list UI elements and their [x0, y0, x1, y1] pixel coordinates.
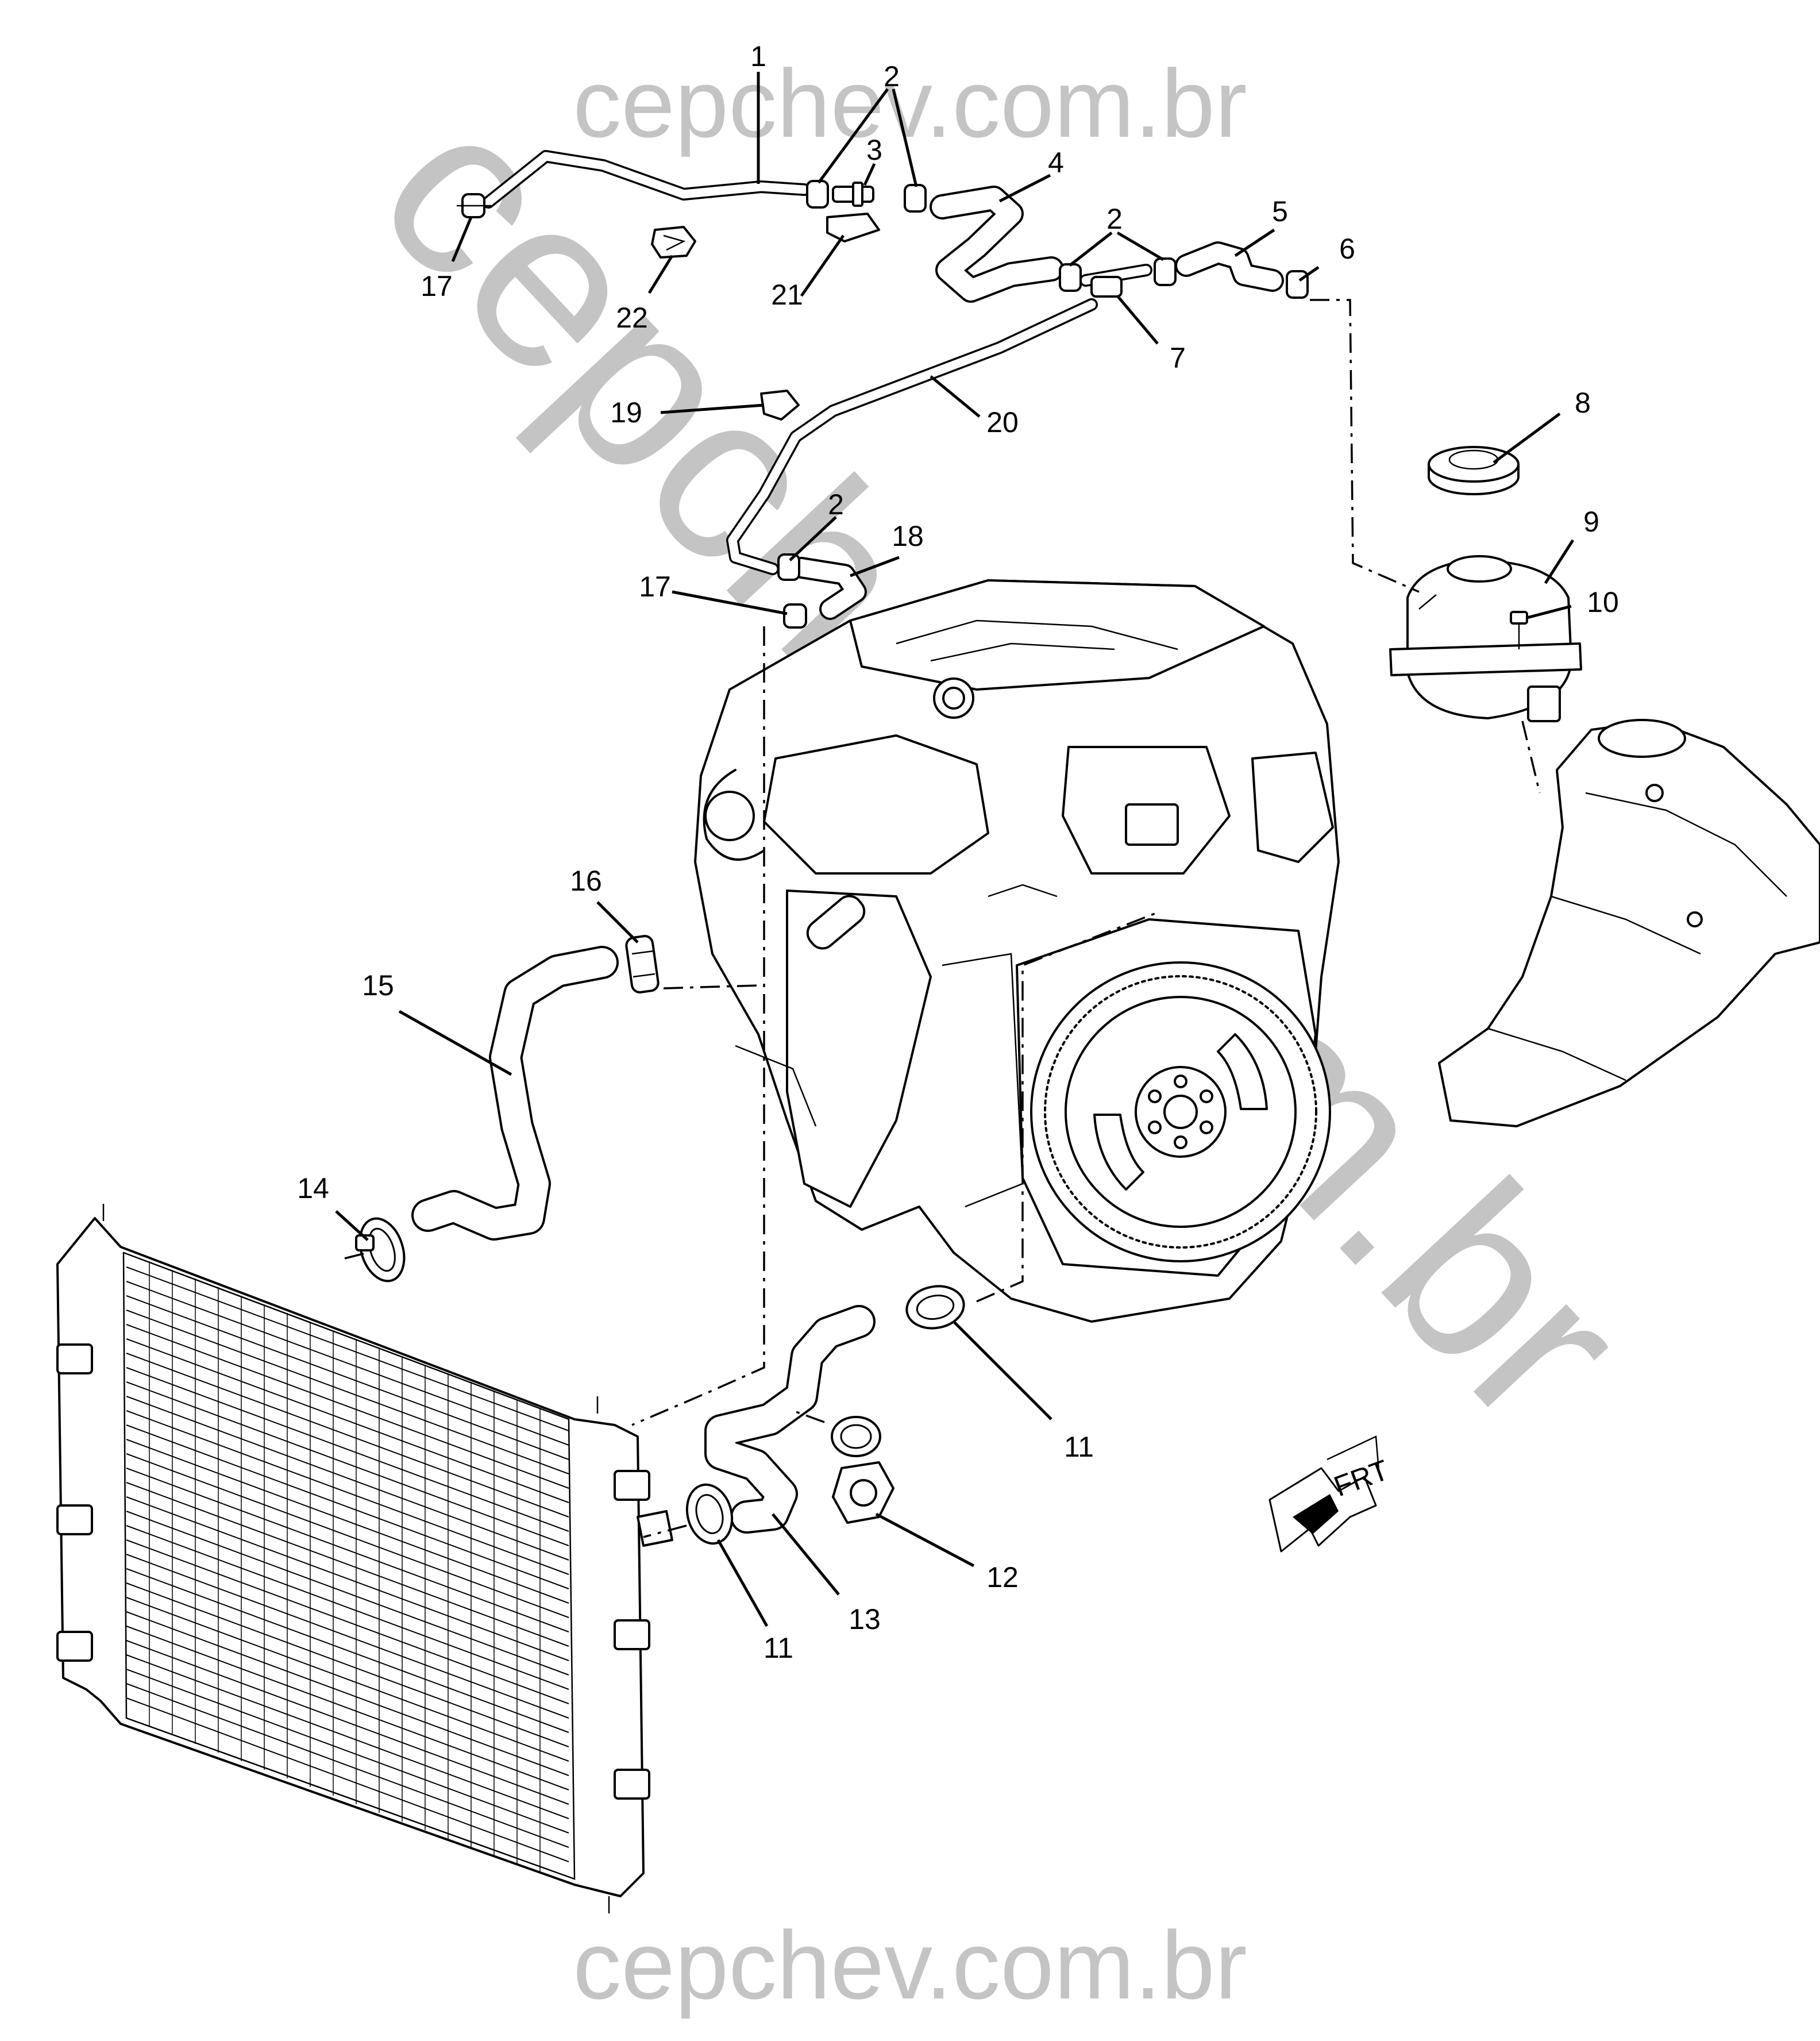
clamp-2-upper-right — [904, 184, 927, 213]
radiator-core-fins — [126, 1266, 569, 1862]
clamp-2-upper-left — [806, 180, 829, 209]
clamp-2-mid-right — [1154, 257, 1177, 286]
clamp-17-upper — [457, 193, 491, 218]
clamp-2-mid-left — [1059, 263, 1082, 292]
callout-17: 17 — [639, 571, 671, 603]
callout-14: 14 — [297, 1172, 329, 1204]
callout-labels: 1 2 3 4 2 5 6 17 22 21 7 8 19 20 9 10 2 … — [297, 40, 1619, 1664]
clamp-17-lower — [783, 603, 807, 629]
callout-10: 10 — [1587, 586, 1619, 618]
clip-19 — [760, 390, 800, 421]
vent-hose-18 — [791, 557, 867, 620]
callout-7: 7 — [1170, 342, 1186, 374]
callout-12: 12 — [986, 1561, 1019, 1593]
radiator-outlet-hose-13 — [704, 1305, 876, 1534]
callout-1: 1 — [750, 40, 766, 72]
callout-17: 17 — [421, 270, 453, 302]
coolant-reservoir-9 — [1389, 555, 1582, 722]
watermark-bottom: cepchev.com.br — [573, 1911, 1247, 2019]
clamp-14 — [355, 1217, 406, 1283]
callout-13: 13 — [849, 1603, 881, 1635]
connector-3 — [832, 182, 874, 207]
callout-3: 3 — [866, 134, 882, 166]
radiator — [56, 1204, 673, 1913]
callout-8: 8 — [1575, 387, 1591, 419]
hose-clamp-12 — [831, 1416, 894, 1524]
callout-2: 2 — [828, 488, 844, 521]
callout-16: 16 — [570, 865, 602, 897]
routing-lines — [344, 299, 1541, 1538]
callout-5: 5 — [1272, 195, 1288, 228]
callout-20: 20 — [986, 406, 1019, 438]
callout-21: 21 — [771, 279, 803, 311]
callout-2: 2 — [884, 60, 900, 93]
callout-4: 4 — [1048, 147, 1064, 179]
vent-hose-4 — [930, 186, 1064, 303]
callout-22: 22 — [616, 302, 648, 334]
callout-11: 11 — [1064, 1431, 1094, 1463]
tee-fitting-7 — [1079, 264, 1152, 298]
callout-6: 6 — [1339, 233, 1355, 265]
callout-15: 15 — [362, 969, 394, 1002]
clamp-11-upper — [905, 1285, 965, 1330]
callout-11: 11 — [764, 1632, 793, 1664]
callout-9: 9 — [1583, 506, 1599, 538]
callout-19: 19 — [610, 396, 642, 429]
watermark-top: cepchev.com.br — [573, 49, 1247, 157]
front-direction-indicator: FRT — [1268, 1435, 1393, 1553]
flywheel — [1030, 961, 1331, 1262]
clip-22 — [651, 226, 696, 259]
vent-hose-5 — [1175, 241, 1284, 292]
leader-lines — [335, 72, 1575, 1627]
radiator-core-tubes — [149, 1261, 541, 1873]
vent-tube-20 — [726, 298, 1098, 575]
vent-tube-upper-left — [482, 150, 811, 209]
bracket-21 — [826, 213, 880, 242]
body-inner-wheelhouse — [1438, 719, 1820, 1127]
reservoir-cap-8 — [1428, 446, 1520, 495]
radiator-inlet-hose-15 — [411, 946, 619, 1241]
clamp-11-lower — [685, 1483, 734, 1545]
clamp-16 — [625, 935, 660, 993]
clamp-6 — [1286, 270, 1309, 299]
callout-2: 2 — [1106, 203, 1123, 235]
callout-18: 18 — [892, 520, 924, 552]
clamp-2-lower — [777, 553, 800, 581]
